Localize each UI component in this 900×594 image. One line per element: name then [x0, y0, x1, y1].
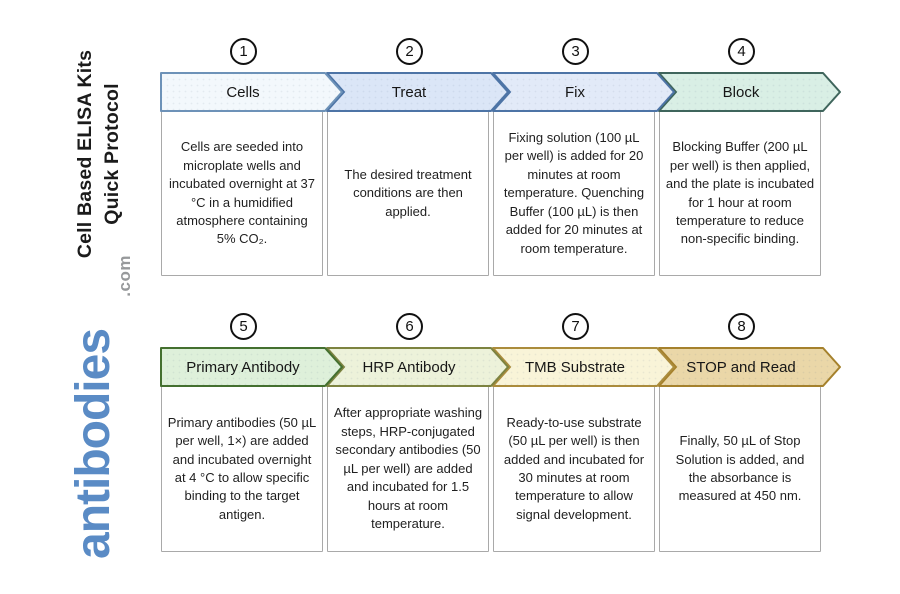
step-number: 6 — [405, 318, 414, 335]
step-number: 3 — [571, 43, 580, 60]
arrow-dots — [659, 348, 840, 386]
step-number-badge: 2 — [396, 38, 423, 65]
step-arrow: Cells — [160, 72, 344, 112]
arrow-shape-icon — [492, 347, 675, 387]
step-description-box: Fixing solution (100 µL per well) is add… — [493, 111, 655, 276]
step-arrow-label: Cells — [226, 83, 260, 101]
step-arrow-label: TMB Substrate — [524, 358, 626, 376]
arrow-outline — [160, 347, 343, 387]
step-number: 5 — [239, 318, 248, 335]
sidebar-title-line1: Cell Based ELISA Kits — [74, 49, 96, 259]
step-arrow-label: Primary Antibody — [186, 358, 300, 376]
brand-logo: antibodies .com — [61, 255, 134, 559]
step-description-box: Primary antibodies (50 µL per well, 1×) … — [161, 386, 323, 552]
arrow-outline — [326, 347, 509, 387]
step-number-badge: 6 — [396, 313, 423, 340]
arrow-shape-icon — [492, 72, 675, 112]
step-number: 8 — [737, 318, 746, 335]
step-arrow: Block — [658, 72, 842, 112]
arrow-shape-icon — [326, 72, 509, 112]
step-arrow: TMB Substrate — [492, 347, 676, 387]
step-description: The desired treatment conditions are the… — [344, 166, 472, 219]
step-description: Primary antibodies (50 µL per well, 1×) … — [167, 414, 317, 522]
step-description-box: Ready-to-use substrate (50 µL per well) … — [493, 386, 655, 552]
step-number-badge: 5 — [230, 313, 257, 340]
step-description-box: Finally, 50 µL of Stop Solution is added… — [659, 386, 821, 552]
step-arrow-label: HRP Antibody — [362, 358, 456, 376]
step-description: Blocking Buffer (200 µL per well) is the… — [665, 139, 815, 247]
arrow-dots — [493, 348, 674, 386]
arrow-dots — [327, 73, 508, 111]
step-arrow: Fix — [492, 72, 676, 112]
brand-logo-suffix: .com — [115, 255, 134, 297]
arrow-outline — [492, 347, 675, 387]
arrow-outline — [326, 72, 509, 112]
step-number: 2 — [405, 43, 414, 60]
arrow-shape-icon — [658, 347, 841, 387]
step-number-badge: 3 — [562, 38, 589, 65]
step-description: Ready-to-use substrate (50 µL per well) … — [503, 414, 645, 522]
step-arrow: Primary Antibody — [160, 347, 344, 387]
step-description: After appropriate washing steps, HRP-con… — [333, 405, 483, 532]
arrow-dots — [659, 73, 840, 111]
step-arrow: STOP and Read — [658, 347, 842, 387]
step-description-box: After appropriate washing steps, HRP-con… — [327, 386, 489, 552]
brand-logo-text: antibodies — [67, 328, 120, 559]
arrow-dots — [161, 73, 342, 111]
step-description: Cells are seeded into microplate wells a… — [169, 139, 315, 247]
arrow-shape-icon — [160, 347, 343, 387]
arrow-shape-icon — [326, 347, 509, 387]
step-arrow-label: STOP and Read — [686, 358, 796, 376]
step-number-badge: 4 — [728, 38, 755, 65]
step-arrow: Treat — [326, 72, 510, 112]
step-arrow-label: Treat — [391, 83, 427, 101]
arrow-outline — [658, 347, 841, 387]
step-arrow-label: Block — [722, 83, 760, 101]
step-number-badge: 1 — [230, 38, 257, 65]
step-description-box: Blocking Buffer (200 µL per well) is the… — [659, 111, 821, 276]
arrow-shape-icon — [160, 72, 343, 112]
protocol-flowchart: 1 2 3 4 Cells Treat — [160, 0, 890, 594]
step-number: 7 — [571, 318, 580, 335]
step-number: 1 — [239, 43, 248, 60]
step-number-badge: 8 — [728, 313, 755, 340]
step-description-box: The desired treatment conditions are the… — [327, 111, 489, 276]
sidebar-title: Cell Based ELISA Kits Quick Protocol — [72, 38, 128, 270]
arrow-outline — [492, 72, 675, 112]
arrow-shape-icon — [658, 72, 841, 112]
step-description: Fixing solution (100 µL per well) is add… — [503, 129, 645, 256]
arrow-outline — [160, 72, 343, 112]
step-description-box: Cells are seeded into microplate wells a… — [161, 111, 323, 276]
step-arrow-label: Fix — [565, 83, 585, 101]
arrow-dots — [327, 348, 508, 386]
arrow-outline — [658, 72, 841, 112]
sidebar-title-line2: Quick Protocol — [101, 83, 123, 225]
step-description: Finally, 50 µL of Stop Solution is added… — [675, 433, 805, 504]
arrow-dots — [161, 348, 342, 386]
arrow-dots — [493, 73, 674, 111]
step-arrow: HRP Antibody — [326, 347, 510, 387]
step-number-badge: 7 — [562, 313, 589, 340]
step-number: 4 — [737, 43, 746, 60]
